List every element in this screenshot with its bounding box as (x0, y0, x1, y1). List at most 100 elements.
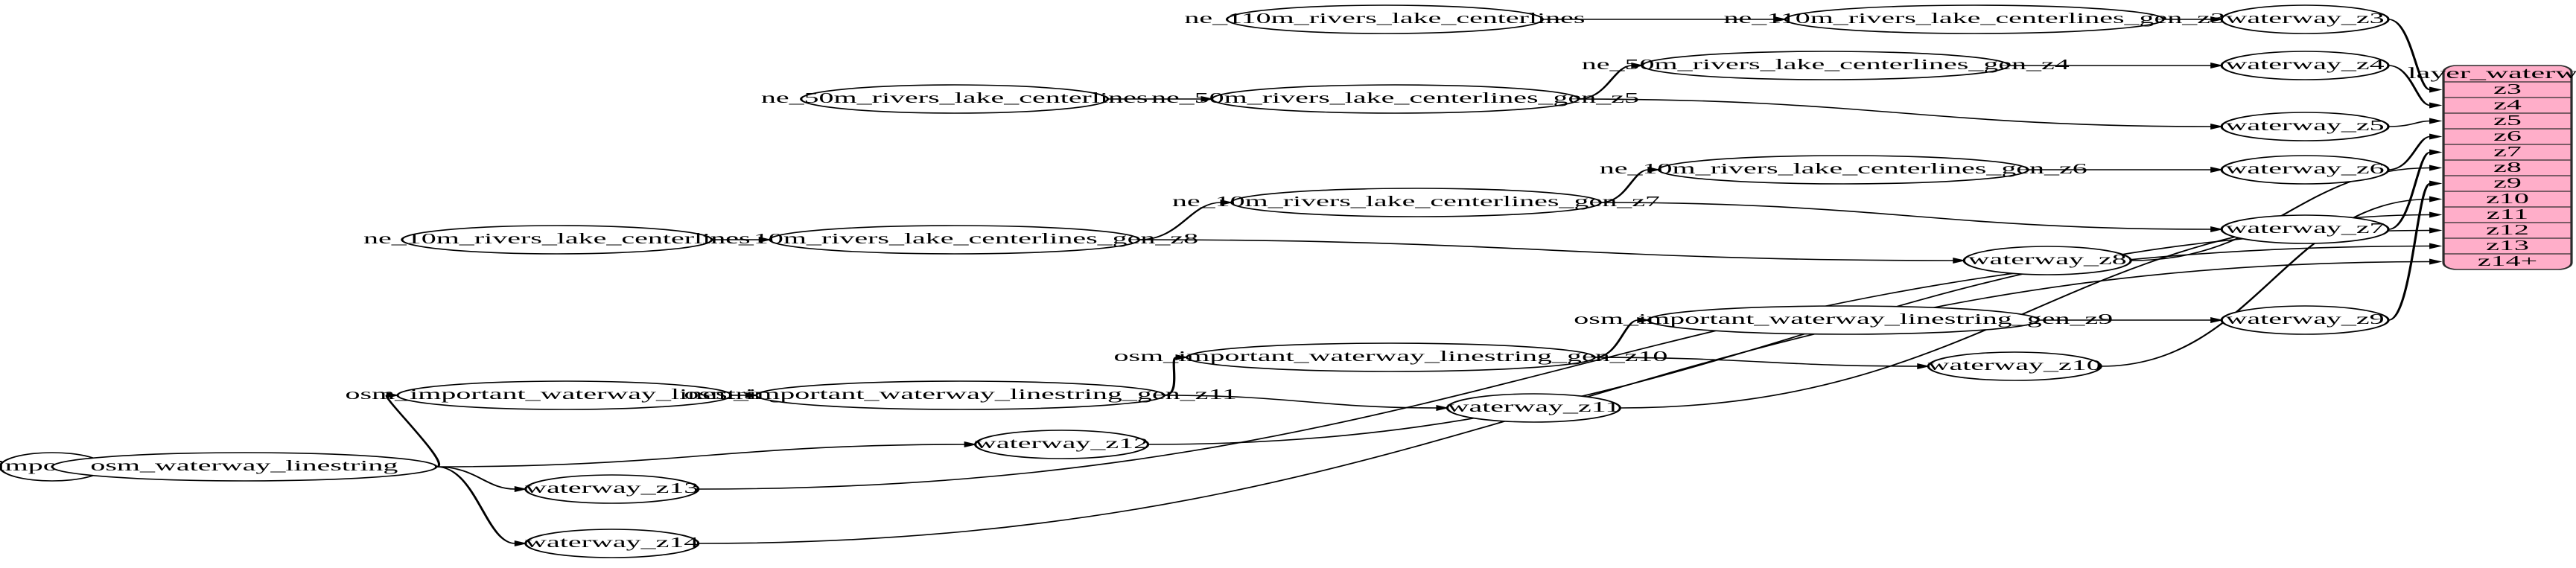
node-ne_50m_rivers_lake_centerlines[interactable]: ne_50m_rivers_lake_centerlines (761, 84, 1148, 114)
node-osm_waterway_linestring[interactable]: osm_waterway_linestring (51, 452, 438, 482)
node-waterway_z7[interactable]: waterway_z7 (2220, 214, 2390, 244)
edge-ne_10m_rivers_lake_centerlines_gen_z8-to-ne_10m_rivers_lake_centerlines_gen_z7 (1139, 202, 1221, 240)
table-row-z6[interactable]: z6 (2493, 127, 2522, 144)
edge-arrowhead (2429, 149, 2443, 156)
table-row-z12[interactable]: z12 (2486, 221, 2529, 237)
node-shape (51, 452, 438, 482)
table-row-z3[interactable]: z3 (2493, 80, 2522, 97)
node-osm_important_waterway_linestring_gen_z9[interactable]: osm_important_waterway_linestring_gen_z9 (1574, 305, 2113, 335)
edge-waterway_z3-to-layer_waterway_z3 (2388, 19, 2432, 91)
edge-arrowhead (2429, 243, 2443, 249)
node-label: ne_50m_rivers_lake_centerlines_gen_z4 (1582, 56, 2070, 72)
node-ne_50m_rivers_lake_centerlines_gen_z4[interactable]: ne_50m_rivers_lake_centerlines_gen_z4 (1582, 51, 2070, 80)
edge-arrowhead (2210, 16, 2224, 22)
node-shape (800, 84, 1110, 114)
table-row-z13[interactable]: z13 (2486, 237, 2529, 253)
edge-waterway_z7-to-layer_waterway_z7 (2388, 151, 2432, 230)
node-ne_110m_rivers_lake_centerlines[interactable]: ne_110m_rivers_lake_centerlines (1184, 4, 1585, 34)
edge-osm_waterway_linestring-to-waterway_z12 (436, 444, 965, 468)
node-shape (974, 430, 1150, 459)
node-waterway_z10[interactable]: waterway_z10 (1927, 351, 2102, 381)
node-label: ne_10m_rivers_lake_centerlines_gen_z8 (710, 230, 1198, 246)
node-shape (2220, 214, 2390, 244)
node-waterway_z9[interactable]: waterway_z9 (2220, 305, 2390, 335)
layer-waterway-table-header: layer_waterway (2408, 64, 2576, 81)
edge-ne_10m_rivers_lake_centerlines_gen_z8-to-waterway_z8 (1139, 239, 1954, 261)
node-label: ne_110m_rivers_lake_centerlines (1184, 10, 1585, 26)
edge-waterway_z4-to-layer_waterway_z4 (2388, 65, 2431, 106)
node-label: ne_10m_rivers_lake_centerlines_gen_z7 (1172, 193, 1660, 209)
node-shape (2220, 305, 2390, 335)
node-label: ne_10m_rivers_lake_centerlines (363, 230, 751, 246)
edge-arrowhead (2429, 118, 2443, 124)
edge-ne_50m_rivers_lake_centerlines_gen_z5-to-ne_50m_rivers_lake_centerlines_gen_z4 (1578, 65, 1632, 100)
table-row-z10[interactable]: z10 (2486, 190, 2529, 206)
edge-arrowhead (2429, 211, 2443, 218)
edge-ne_50m_rivers_lake_centerlines_gen_z5-to-waterway_z5 (1578, 98, 2212, 127)
table-row-z8[interactable]: z8 (2493, 159, 2522, 175)
edge-osm_waterway_linestring-to-waterway_z14 (436, 466, 516, 544)
node-waterway_z8[interactable]: waterway_z8 (1962, 246, 2132, 275)
node-shape (1784, 4, 2165, 34)
node-shape (1185, 342, 1596, 372)
node-label: waterway_z12 (975, 435, 1148, 451)
node-label: waterway_z4 (2226, 56, 2385, 72)
node-shape (1657, 155, 2029, 185)
edge-osm_important_waterway_linestring_gen_z10-to-waterway_z10 (1594, 357, 1918, 367)
edge-waterway_z13-to-layer_waterway_z13 (698, 245, 2431, 490)
node-label: osm_important_waterway_linestring_gen_z9 (1574, 310, 2113, 327)
node-waterway_z13[interactable]: waterway_z13 (524, 474, 700, 504)
edge-arrowhead (1220, 200, 1233, 205)
table-row-z9[interactable]: z9 (2493, 174, 2522, 191)
node-osm_important_waterway_linestring[interactable]: osm_important_waterway_linestring (346, 380, 784, 410)
node-waterway_z6[interactable]: waterway_z6 (2220, 155, 2390, 185)
table-row-z4[interactable]: z4 (2493, 96, 2522, 112)
table-row-z7[interactable]: z7 (2493, 143, 2522, 159)
node-osm_important_waterway_linestring_gen_z11[interactable]: osm_important_waterway_linestring_gen_z1… (684, 380, 1237, 410)
node-label: waterway_z10 (1928, 357, 2102, 373)
nodes-layer: imposm3osm_waterway_linestringosm_import… (0, 4, 2390, 558)
node-label: waterway_z6 (2226, 160, 2385, 176)
edge-osm_waterway_linestring-to-osm_important_waterway_linestring (385, 395, 440, 468)
node-shape (524, 529, 700, 558)
table-row-z14plus[interactable]: z14+ (2478, 252, 2537, 269)
table-row-z5[interactable]: z5 (2493, 112, 2522, 128)
edge-arrowhead (745, 392, 759, 398)
edge-arrowhead (2429, 227, 2443, 234)
node-waterway_z3[interactable]: waterway_z3 (2220, 4, 2390, 34)
node-ne_10m_rivers_lake_centerlines[interactable]: ne_10m_rivers_lake_centerlines (363, 225, 751, 255)
node-ne_110m_rivers_lake_centerlines_gen_z3[interactable]: ne_110m_rivers_lake_centerlines_gen_z3 (1723, 4, 2225, 34)
node-shape (401, 225, 713, 255)
edge-arrowhead (1175, 354, 1189, 360)
node-shape (2220, 155, 2390, 185)
edge-arrowhead (2210, 226, 2224, 232)
node-osm_important_waterway_linestring_gen_z10[interactable]: osm_important_waterway_linestring_gen_z1… (1113, 342, 1667, 372)
node-label: waterway_z5 (2226, 117, 2385, 133)
node-ne_10m_rivers_lake_centerlines_gen_z8[interactable]: ne_10m_rivers_lake_centerlines_gen_z8 (710, 225, 1198, 255)
node-label: osm_important_waterway_linestring_gen_z1… (1113, 348, 1667, 364)
node-shape (769, 225, 1141, 255)
node-label: osm_waterway_linestring (90, 457, 398, 473)
edge-arrowhead (514, 540, 528, 546)
edge-arrowhead (1774, 16, 1787, 22)
table-row-z11[interactable]: z11 (2487, 205, 2528, 222)
node-ne_10m_rivers_lake_centerlines_gen_z7[interactable]: ne_10m_rivers_lake_centerlines_gen_z7 (1172, 188, 1660, 217)
node-shape (1962, 246, 2132, 275)
edge-arrowhead (1200, 96, 1214, 102)
node-ne_10m_rivers_lake_centerlines_gen_z6[interactable]: ne_10m_rivers_lake_centerlines_gen_z6 (1600, 155, 2087, 185)
node-waterway_z4[interactable]: waterway_z4 (2220, 51, 2390, 80)
edge-arrowhead (2210, 63, 2224, 68)
edge-waterway_z5-to-layer_waterway_z5 (2388, 120, 2431, 127)
node-waterway_z14[interactable]: waterway_z14 (524, 529, 700, 558)
node-label: waterway_z13 (525, 479, 699, 496)
node-waterway_z12[interactable]: waterway_z12 (974, 430, 1150, 459)
node-waterway_z5[interactable]: waterway_z5 (2220, 112, 2390, 141)
edge-osm_important_waterway_linestring_gen_z11-to-osm_important_waterway_linestring_gen_z10 (1163, 357, 1178, 396)
node-ne_50m_rivers_lake_centerlines_gen_z5[interactable]: ne_50m_rivers_lake_centerlines_gen_z5 (1151, 84, 1639, 114)
node-waterway_z11[interactable]: waterway_z11 (1446, 393, 1621, 423)
node-label: osm_important_waterway_linestring (346, 386, 784, 402)
edge-waterway_z10-to-layer_waterway_z10 (2101, 198, 2431, 367)
node-label: osm_important_waterway_linestring_gen_z1… (684, 386, 1236, 402)
node-shape (1927, 351, 2102, 381)
layer-waterway-table-box (2442, 65, 2573, 270)
